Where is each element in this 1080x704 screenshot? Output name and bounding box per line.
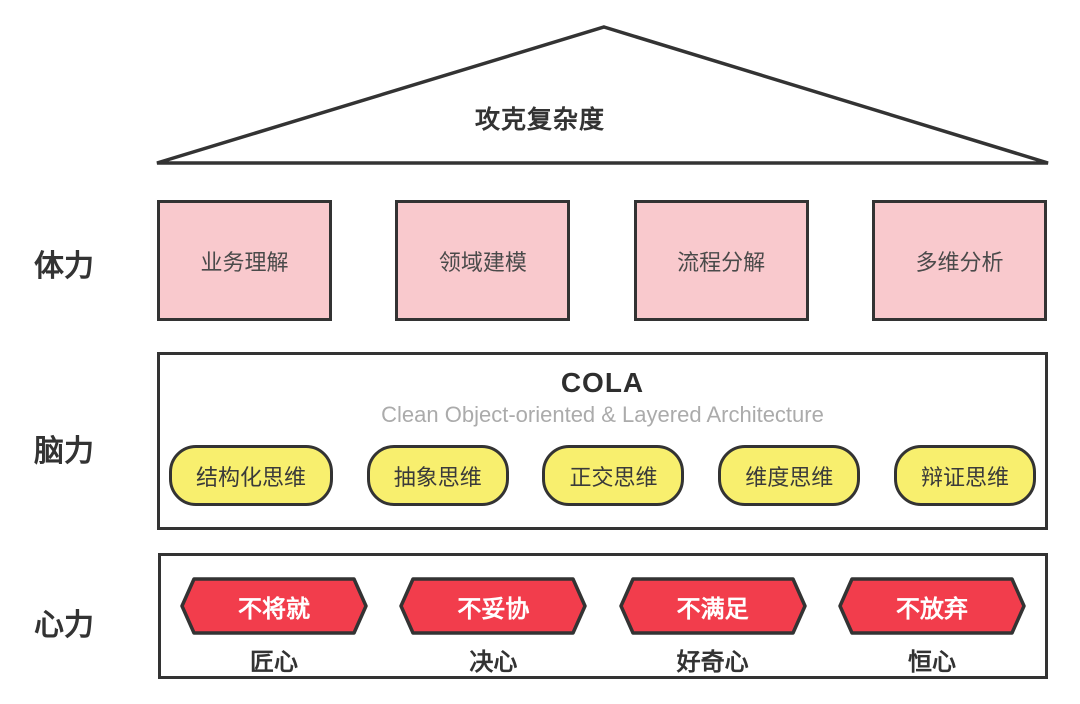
- hexagon-shape: 不放弃: [837, 576, 1027, 636]
- hexagon-caption: 决心: [469, 649, 518, 676]
- physical-box-domain-modeling: 领域建模: [395, 200, 571, 321]
- heart-item-perseverance: 不放弃 恒心: [837, 576, 1027, 676]
- hexagon-shape: 不将就: [179, 576, 369, 636]
- cola-subtitle: Clean Object-oriented & Layered Architec…: [381, 402, 824, 427]
- pill-orthogonal-thinking: 正交思维: [542, 445, 685, 506]
- physical-row: 业务理解 领域建模 流程分解 多维分析: [157, 200, 1047, 321]
- pill-abstract-thinking: 抽象思维: [366, 445, 509, 506]
- row-label-brain: 脑力: [34, 435, 94, 468]
- physical-box-process-decomposition: 流程分解: [633, 200, 809, 321]
- hexagon-badge: 不满足: [676, 595, 749, 623]
- hexagon-badge: 不妥协: [457, 595, 530, 623]
- heart-box: 不将就 匠心 不妥协 决心 不满足 好奇心: [158, 553, 1048, 679]
- hexagon-shape: 不妥协: [398, 576, 588, 636]
- brain-box: COLA Clean Object-oriented & Layered Arc…: [157, 352, 1048, 530]
- heart-item-curiosity: 不满足 好奇心: [618, 576, 808, 676]
- hexagon-caption: 好奇心: [676, 649, 749, 676]
- heart-item-determination: 不妥协 决心: [398, 576, 588, 676]
- hexagon-caption: 匠心: [250, 649, 298, 676]
- row-label-heart: 心力: [34, 609, 94, 642]
- hexagon-badge: 不将就: [238, 595, 310, 623]
- pill-structured-thinking: 结构化思维: [169, 445, 334, 506]
- row-label-physical: 体力: [34, 250, 94, 283]
- pill-dialectical-thinking: 辩证思维: [893, 445, 1036, 506]
- roof-triangle: [156, 25, 1049, 165]
- hexagon-badge: 不放弃: [895, 595, 968, 623]
- physical-box-business-understanding: 业务理解: [157, 200, 332, 321]
- hexagon-shape: 不满足: [618, 576, 808, 636]
- physical-box-multidimensional-analysis: 多维分析: [871, 200, 1047, 321]
- thinking-pill-row: 结构化思维 抽象思维 正交思维 维度思维 辩证思维: [160, 445, 1045, 506]
- heart-item-craftsmanship: 不将就 匠心: [179, 576, 369, 676]
- cola-title: COLA: [560, 367, 645, 398]
- roof-title: 攻克复杂度: [474, 106, 605, 134]
- pill-dimensional-thinking: 维度思维: [718, 445, 861, 506]
- hexagon-caption: 恒心: [907, 649, 956, 676]
